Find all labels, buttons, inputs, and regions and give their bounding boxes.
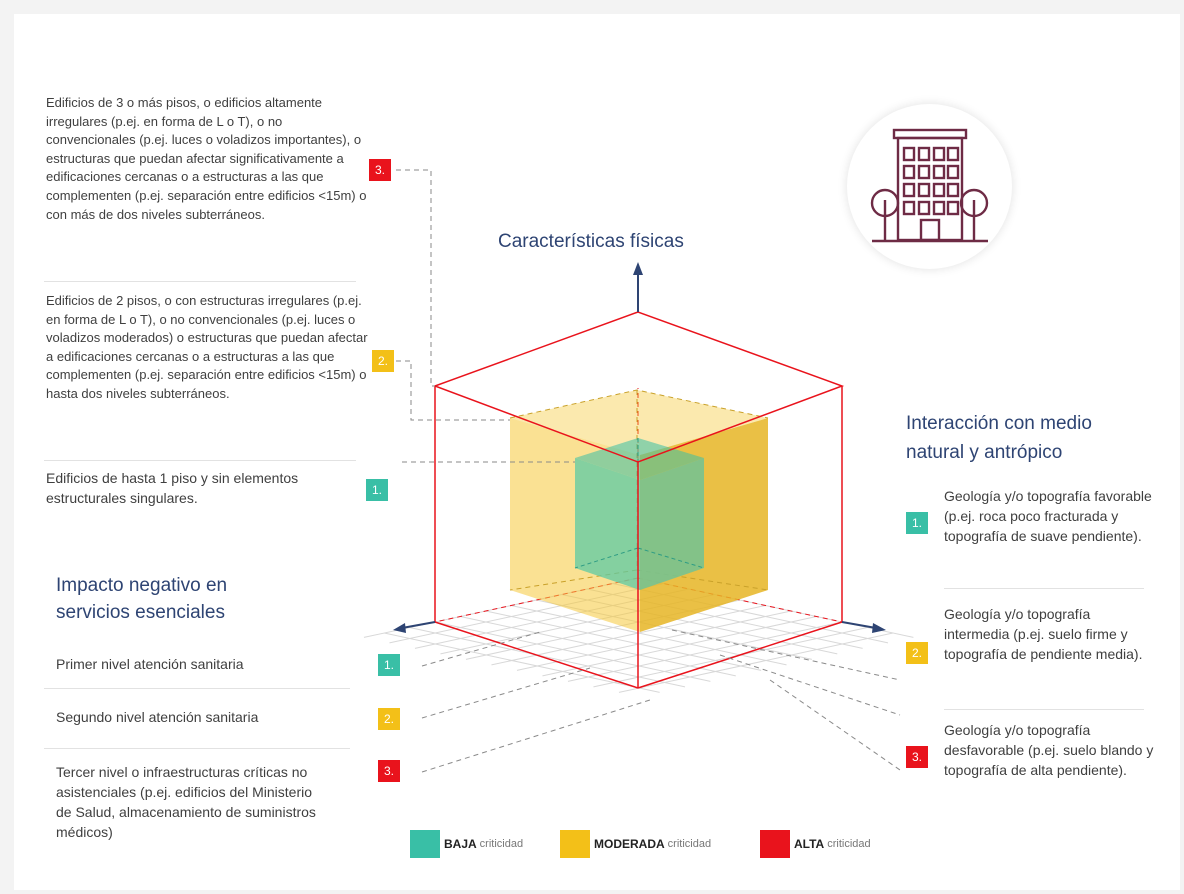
separator [944, 709, 1144, 710]
legend-suffix-low: criticidad [479, 838, 524, 850]
left-axis-title-line1: Impacto negativo en [56, 575, 228, 596]
environment-level-2-badge: 2. [906, 642, 928, 664]
legend-swatch-moderate [560, 830, 590, 858]
services-level-1-badge: 1. [378, 654, 400, 676]
left-axis-title-line2: servicios esenciales [56, 602, 225, 623]
floor-grid-line [460, 616, 736, 677]
floor-grid-line [567, 621, 843, 682]
floor-grid-line [434, 621, 711, 682]
services-level-2-text: Segundo nivel atención sanitaria [56, 709, 259, 725]
separator [44, 688, 350, 689]
legend-suffix-moderate: criticidad [667, 838, 712, 850]
legend-suffix-high: criticidad [827, 838, 871, 850]
environment-level-1-badge: 1. [906, 512, 928, 534]
environment-level-3-badge: 3. [906, 746, 928, 768]
services-level-2-badge: 2. [378, 708, 400, 730]
right-axis-title-line2: natural y antrópico [906, 442, 1063, 463]
separator [44, 460, 356, 461]
services-level-1-text: Primer nivel atención sanitaria [56, 656, 244, 672]
legend-item-moderate: MODERADA criticidad [560, 830, 711, 858]
legend-label-low: BAJA [444, 837, 477, 851]
legend-swatch-low [410, 830, 440, 858]
legend-label-moderate: MODERADA [594, 837, 665, 851]
low-cube [574, 438, 705, 590]
floor-grid-line [593, 627, 868, 688]
building-icon [870, 128, 989, 243]
services-level-3-text: Tercer nivel o infraestructuras críticas… [56, 764, 316, 840]
environment-level-3-text: Geología y/o topografía desfavorable (p.… [944, 722, 1154, 778]
legend-label-high: ALTA [794, 837, 825, 851]
floor-grid-line [384, 632, 660, 693]
physical-level-1-text: Edificios de hasta 1 piso y sin elemento… [46, 470, 299, 506]
separator [944, 588, 1144, 589]
physical-level-2-text: Edificios de 2 pisos, o con estructuras … [46, 293, 368, 401]
separator [44, 748, 350, 749]
separator [44, 281, 356, 282]
legend-swatch-high [760, 830, 790, 858]
leader-lines [396, 169, 901, 773]
axes [393, 262, 886, 633]
floor-grid-line [542, 616, 817, 677]
legend-item-high: ALTA criticidad [760, 830, 871, 858]
vertical-axis-title: Características físicas [498, 231, 684, 252]
physical-level-3-text: Edificios de 3 o más pisos, o edificios … [46, 95, 367, 222]
building-icon-badge [847, 104, 1012, 269]
high-cube-edges [432, 311, 845, 689]
physical-level-1-badge: 1. [366, 479, 388, 501]
environment-level-2-text: Geología y/o topografía intermedia (p.ej… [944, 606, 1143, 662]
services-level-3-badge: 3. [378, 760, 400, 782]
physical-level-2-badge: 2. [372, 350, 394, 372]
physical-level-3-badge: 3. [369, 159, 391, 181]
right-axis-title-line1: Interacción con medio [906, 413, 1092, 434]
floor-grid-line [618, 632, 894, 693]
environment-level-1-text: Geología y/o topografía favorable (p.ej.… [944, 488, 1152, 544]
legend-item-low: BAJA criticidad [410, 830, 523, 858]
